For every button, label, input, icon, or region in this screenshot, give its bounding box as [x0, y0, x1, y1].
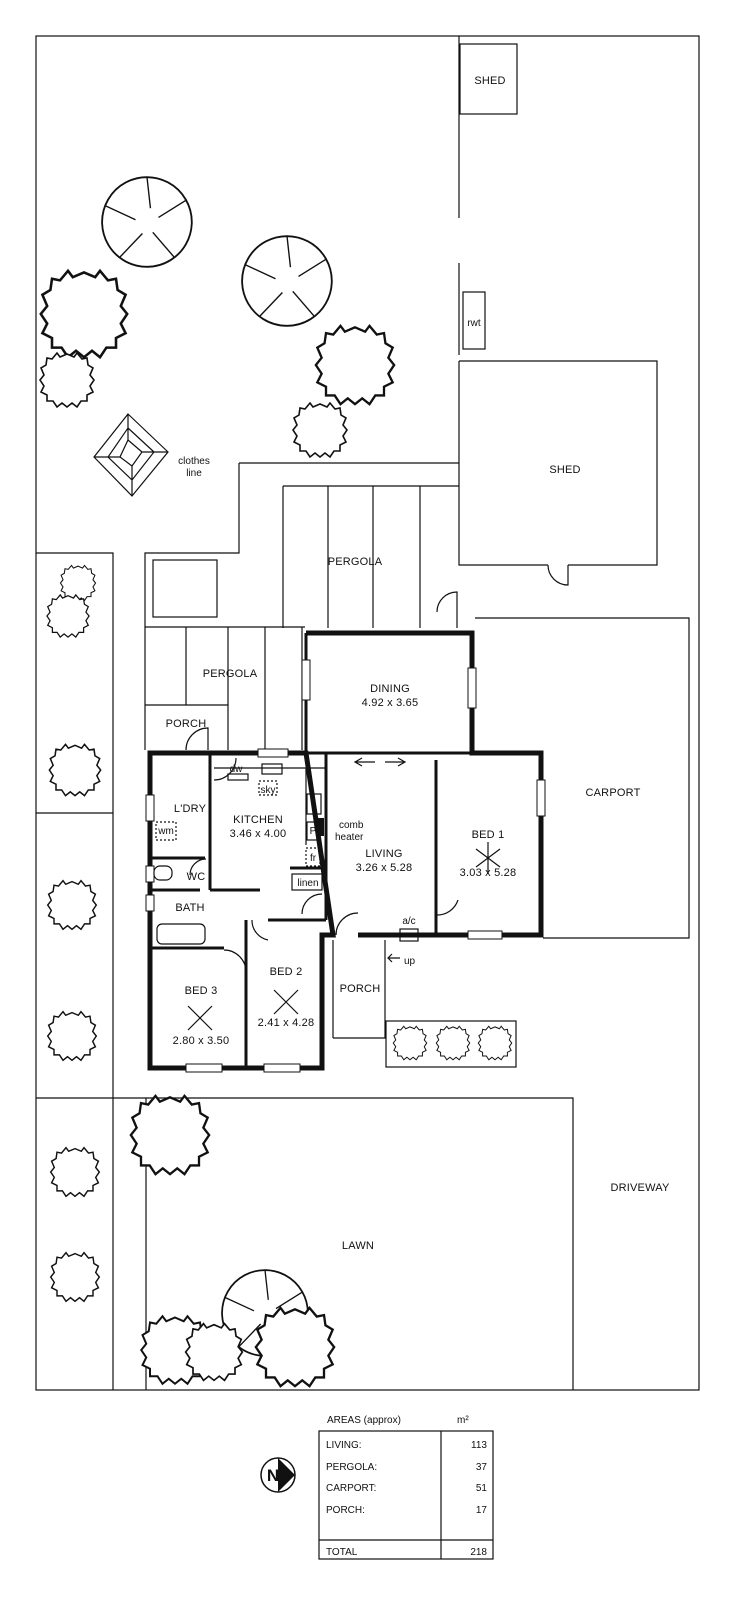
sky-label: sky [261, 785, 276, 796]
areas-title: AREAS (approx) [327, 1415, 401, 1426]
ceiling-fans [187, 842, 501, 1031]
areas-row-label: LIVING: [326, 1440, 362, 1451]
shed-door [547, 564, 569, 586]
wm-label: wm [157, 826, 174, 837]
ac-unit [399, 928, 419, 942]
comb-heater-label-2: heater [335, 832, 364, 843]
areas-row-value: 37 [476, 1462, 488, 1473]
rwt-label: rwt [467, 318, 481, 329]
kitchen-label: KITCHEN [233, 814, 283, 826]
areas-row-label: CARPORT: [326, 1483, 376, 1494]
shed-top [459, 43, 518, 115]
areas-row-value: 51 [476, 1483, 488, 1494]
bed2-label: BED 2 [270, 966, 303, 978]
dining-size: 4.92 x 3.65 [362, 697, 419, 709]
porch-front-label: PORCH [340, 983, 381, 995]
trees [39, 176, 513, 1388]
side-garden-strip [36, 552, 114, 1390]
ac-label: a/c [402, 916, 415, 927]
bath-label: BATH [175, 902, 204, 914]
areas-table: AREAS (approx) m² LIVING: 113 PERGOLA: 3… [318, 1415, 494, 1560]
wc-label: WC [187, 871, 206, 883]
shed-top-label: SHED [474, 75, 505, 87]
areas-row-value: 17 [476, 1505, 488, 1516]
carport-label: CARPORT [586, 787, 641, 799]
living-label: LIVING [365, 848, 402, 860]
rainwater-tank [462, 291, 486, 350]
clothes-line-label-2: line [186, 468, 202, 479]
areas-row-label: PERGOLA: [326, 1462, 377, 1473]
kitchen-fixtures [153, 763, 326, 945]
shed-main-label: SHED [549, 464, 580, 476]
pergola-top [144, 462, 459, 628]
areas-row-value: 113 [471, 1440, 487, 1451]
site-boundary [35, 35, 700, 1391]
pergola-gate [436, 591, 458, 628]
kitchen-size: 3.46 x 4.00 [230, 828, 287, 840]
dw-label: dw [230, 764, 244, 775]
up-label: up [404, 956, 416, 967]
bed1-label: BED 1 [472, 829, 505, 841]
areas-row-label: PORCH: [326, 1505, 365, 1516]
porch-front [332, 940, 386, 1039]
pergola-left-label: PERGOLA [203, 668, 258, 680]
carport [475, 617, 690, 939]
driveway-label: DRIVEWAY [610, 1182, 670, 1194]
areas-total-value: 218 [470, 1547, 487, 1558]
comb-heater-label-1: comb [339, 820, 364, 831]
clothes-line [93, 413, 169, 497]
laundry-label: L'DRY [174, 803, 207, 815]
living-size: 3.26 x 5.28 [356, 862, 413, 874]
areas-total-label: TOTAL [326, 1547, 358, 1558]
shed-main [458, 360, 658, 566]
windows [145, 659, 546, 1073]
up-arrow [387, 953, 400, 963]
fridge-label: fr [310, 853, 317, 864]
lawn-label: LAWN [342, 1240, 374, 1252]
pergola-left [144, 626, 305, 750]
bed2-size: 2.41 x 4.28 [258, 1017, 315, 1029]
dining-label: DINING [370, 683, 410, 695]
pantry-label: P [310, 826, 317, 837]
porch-rear [144, 704, 229, 750]
north-label: N [267, 1466, 279, 1485]
bed3-label: BED 3 [185, 985, 218, 997]
linen-label: linen [297, 878, 318, 889]
porch-rear-label: PORCH [166, 718, 207, 730]
porch-rear-door [185, 727, 209, 751]
pergola-top-label: PERGOLA [328, 556, 383, 568]
clothes-line-label-1: clothes [178, 456, 210, 467]
north-arrow-icon: N [260, 1457, 296, 1493]
interior-walls [150, 633, 472, 1068]
pergola-top-box [152, 559, 218, 618]
areas-unit: m² [457, 1415, 469, 1426]
bed3-size: 2.80 x 3.50 [173, 1035, 230, 1047]
front-planter [385, 1020, 517, 1068]
